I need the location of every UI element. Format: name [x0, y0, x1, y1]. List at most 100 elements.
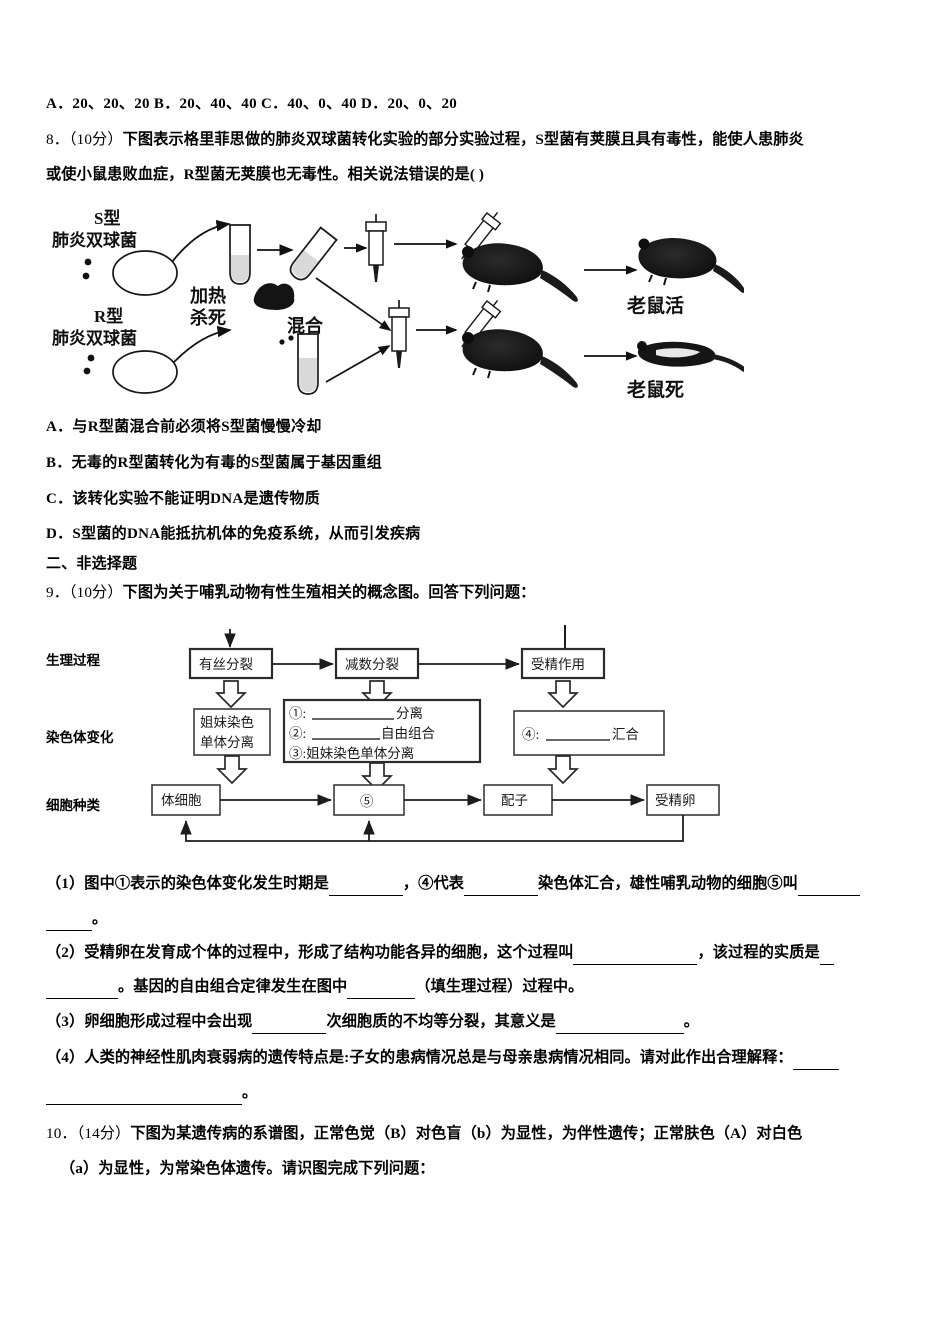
q9-sub2-blank-2b: [46, 982, 118, 999]
question8-option-d: D．S型菌的DNA能抵抗机体的免疫系统，从而引发疾病: [46, 526, 421, 542]
question8-number: 8．: [46, 131, 69, 148]
hollow-arrow-item4-down: [546, 755, 580, 785]
question10-number: 10．: [46, 1125, 77, 1142]
question8-option-b: B．无毒的R型菌转化为有毒的S型菌属于基因重组: [46, 455, 383, 471]
concept-box-somatic-cell-label: 体细胞: [161, 793, 202, 808]
section-2-heading: 二、非选择题: [46, 556, 138, 572]
concept-item-2-marker: ②:: [289, 726, 306, 741]
concept-box-fertilization: [520, 647, 606, 680]
q9-sub2-blank-1: [573, 948, 698, 965]
concept-map-row-label-process: 生理过程: [46, 652, 100, 668]
concept-item-1-marker: ①:: [289, 706, 306, 721]
q9-sub2-text-b: ，该过程的实质是: [697, 944, 820, 961]
concept-box-zygote: [646, 784, 720, 816]
concept-item-2-suffix: 自由组合: [381, 726, 435, 741]
s-strain-label-line2: 肺炎双球菌: [52, 231, 137, 250]
question9-sub4-line2: 。: [46, 1081, 257, 1105]
q9-sub2-text-a: 受精卵在发育成个体的过程中，形成了结构功能各异的细胞，这个过程叫: [84, 944, 574, 961]
concept-map-row-label-celltype: 细胞种类: [46, 797, 100, 813]
syringe-lower: [388, 300, 410, 368]
concept-box-sister-chromatid-line1: 姐妹染色: [200, 714, 254, 730]
mouse-dead-figure: [637, 341, 744, 373]
concept-item-1-suffix: 分离: [396, 705, 423, 721]
q9-sub1-text-a: 图中①表示的染色体变化发生时期是: [84, 875, 329, 892]
q9-sub3-text-b: 次细胞质的不均等分裂，其意义是: [326, 1013, 556, 1030]
r-strain-label-line1: R型: [94, 306, 123, 326]
question10-text-line2: （a）为显性，为常染色体遗传。请识图完成下列问题：: [60, 1160, 435, 1177]
test-tube-s: [229, 224, 251, 285]
mouse-injected-upper: [462, 243, 578, 302]
question8-option-a: A．与R型菌混合前必须将S型菌慢慢冷却: [46, 419, 322, 435]
question9-sub3-line1: （3）卵细胞形成过程中会出现 次细胞质的不均等分裂，其意义是 。: [46, 1010, 699, 1034]
q9-sub1-text-b: ，④代表: [402, 875, 465, 892]
question8-stem: 8．（10分）下图表示格里菲思做的肺炎双球菌转化实验的部分实验过程，S型菌有荚膜…: [46, 128, 926, 152]
question10-score: （14分）: [76, 1125, 131, 1142]
mix-label: 混合: [287, 315, 324, 336]
concept-box-item-4: [513, 710, 665, 756]
question9-sub2-line1: （2）受精卵在发育成个体的过程中，形成了结构功能各异的细胞，这个过程叫 ，该过程的…: [46, 941, 834, 965]
q9-sub1-blank-1: [328, 879, 403, 896]
hollow-arrow-mitosis-down: [214, 680, 248, 709]
question8-score: （10分）: [68, 131, 123, 148]
concept-box-zygote-label: 受精卵: [655, 793, 696, 808]
concept-item-4-suffix: 汇合: [612, 727, 640, 742]
question8-option-c: C．该转化实验不能证明DNA是遗传物质: [46, 491, 321, 507]
question9-sub2-line2: 。基因的自由组合定律发生在图中（填生理过程）过程中。: [46, 975, 583, 999]
q9-sub3-text-a: 卵细胞形成过程中会出现: [84, 1013, 253, 1030]
q9-sub1-end: 。: [92, 910, 108, 927]
concept-box-gamete: [483, 784, 553, 816]
question9-sub4-line1: （4）人类的神经性肌肉衰弱病的遗传特点是:子女的患病情况总是与母亲患病情况相同。…: [46, 1046, 839, 1070]
concept-box-sister-chromatid: [193, 708, 271, 756]
test-tube-r: [297, 333, 319, 395]
question9-score: （10分）: [68, 584, 123, 601]
q9-sub3-label: （3）: [46, 1013, 85, 1030]
q9-sub2-blank-2a: [819, 948, 834, 965]
concept-box-cell-5-label: ⑤: [360, 794, 374, 809]
mouse-alive-label: 老鼠活: [627, 294, 684, 317]
concept-feedback-loop-to-somatic: [180, 815, 684, 842]
q9-sub1-blank-4: [46, 914, 92, 931]
concept-box-meiosis: [334, 647, 420, 680]
sexual-reproduction-concept-map: 生理过程 染色体变化 细胞种类 有丝分裂 减数分裂 受精作用 姐妹染色 单: [44, 625, 724, 855]
q9-sub4-blank-1: [792, 1053, 839, 1070]
concept-box-mitosis-label: 有丝分裂: [199, 657, 253, 672]
q9-sub2-text-d: （填生理过程）过程中。: [415, 978, 584, 995]
heat-kill-label-line2: 杀死: [190, 307, 226, 328]
hollow-arrow-fertilization-down: [546, 680, 580, 709]
r-colony-shape: [112, 350, 178, 394]
q9-sub3-blank-2: [555, 1017, 684, 1034]
q9-sub3-text-c: 。: [683, 1013, 700, 1030]
syringe-upper: [365, 214, 387, 282]
q9-sub2-label: （2）: [46, 944, 85, 961]
question10-line2: （a）为显性，为常染色体遗传。请识图完成下列问题：: [60, 1157, 435, 1181]
question9-number: 9．: [46, 584, 69, 601]
concept-item-3-text: ③:姐妹染色单体分离: [289, 745, 414, 761]
hollow-arrow-sister-down: [215, 755, 249, 785]
q9-sub1-blank-2: [464, 879, 539, 896]
concept-box-numbered-items: [282, 698, 482, 764]
mouse-injected-lower: [462, 329, 578, 388]
mix-blob: [253, 283, 295, 310]
s-strain-label-line1: S型: [94, 208, 120, 228]
s-colony-shape: [112, 250, 178, 296]
tilted-test-tube: [289, 226, 338, 281]
q9-sub3-blank-1: [252, 1017, 327, 1034]
mouse-alive-figure: [638, 238, 744, 293]
question9-stem-text: 下图为关于哺乳动物有性生殖相关的概念图。回答下列问题：: [122, 584, 536, 601]
q9-sub1-label: （1）: [46, 875, 85, 892]
hollow-arrow-items-down: [360, 762, 394, 792]
question9-sub1-line2: 。: [46, 907, 107, 931]
griffith-transformation-figure: S型 肺炎双球菌 R型 肺炎双球菌 加热 杀死: [44, 200, 744, 400]
q9-sub4-end: 。: [242, 1084, 258, 1101]
question8-stem-line2: 或使小鼠患败血症，R型菌无荚膜也无毒性。相关说法错误的是( ): [46, 166, 485, 183]
concept-box-sister-chromatid-line2: 单体分离: [200, 734, 254, 750]
q9-sub1-text-c: 染色体汇合，雄性哺乳动物的细胞⑤叫: [538, 875, 798, 892]
concept-box-gamete-label: 配子: [501, 793, 528, 808]
question8-stem-line1: 下图表示格里菲思做的肺炎双球菌转化实验的部分实验过程，S型菌有荚膜且具有毒性，能…: [122, 131, 804, 148]
r-strain-label-line2: 肺炎双球菌: [52, 329, 137, 348]
concept-box-meiosis-label: 减数分裂: [345, 657, 399, 672]
question9-stem: 9．（10分）下图为关于哺乳动物有性生殖相关的概念图。回答下列问题：: [46, 581, 535, 605]
question7-options-line: A．20、20、20 B．20、40、40 C．40、0、40 D．20、0、2…: [46, 96, 458, 112]
concept-item-4-marker: ④:: [522, 727, 539, 742]
